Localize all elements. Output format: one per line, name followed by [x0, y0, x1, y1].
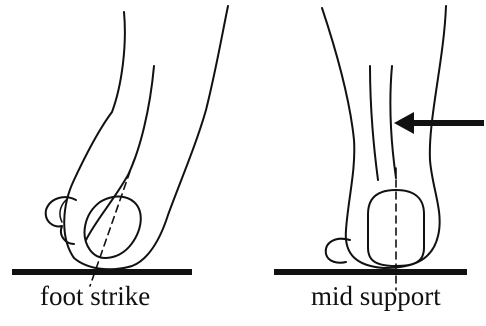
right-tendon-line [370, 66, 378, 180]
caption-foot-strike: foot strike [40, 283, 150, 310]
left-tendon-line [86, 66, 154, 240]
arrow-icon [394, 112, 484, 134]
foot-strike-figure [12, 6, 228, 286]
right-leg-outline [322, 6, 446, 268]
left-leg-outline [64, 6, 228, 269]
mid-support-figure [274, 6, 484, 290]
caption-mid-support: mid support [311, 283, 441, 310]
left-ground-line [12, 269, 192, 275]
right-ground-line [274, 269, 467, 275]
